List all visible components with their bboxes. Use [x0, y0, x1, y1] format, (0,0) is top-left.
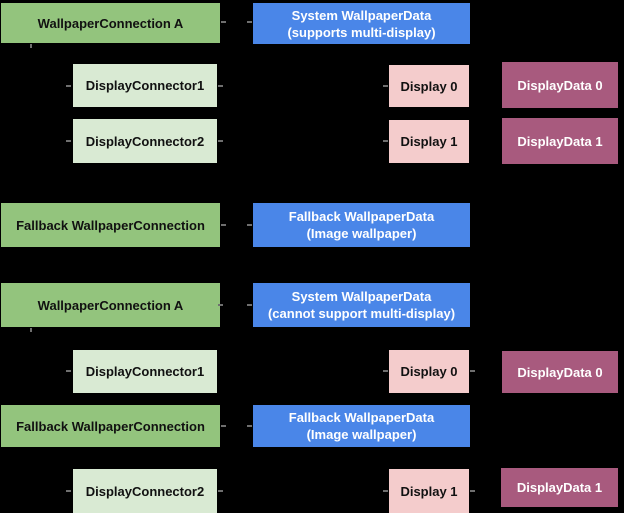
node-wallpaper-connection-a-2: WallpaperConnection A [1, 283, 220, 327]
node-wallpaper-connection-a: WallpaperConnection A [1, 3, 220, 43]
node-fallback-wallpaper-connection: Fallback WallpaperConnection [1, 203, 220, 247]
connector-tick [66, 370, 71, 372]
node-display-0-2: Display 0 [389, 350, 469, 393]
connector-tick [247, 21, 252, 23]
connector-tick [247, 224, 252, 226]
node-display-connector-2: DisplayConnector2 [73, 119, 217, 163]
node-display-data-1-2: DisplayData 1 [501, 468, 618, 507]
connector-tick [383, 85, 388, 87]
node-display-connector-1: DisplayConnector1 [73, 64, 217, 107]
connector-tick [30, 44, 32, 48]
connector-tick [218, 490, 223, 492]
node-display-1: Display 1 [389, 120, 469, 163]
connector-tick [66, 85, 71, 87]
connector-tick [470, 490, 475, 492]
node-system-wallpaper-data-multi: System WallpaperData (supports multi-dis… [253, 3, 470, 44]
connector-tick [383, 370, 388, 372]
node-display-data-0: DisplayData 0 [502, 62, 618, 108]
connector-tick [221, 425, 226, 427]
node-fallback-wallpaper-data: Fallback WallpaperData (Image wallpaper) [253, 203, 470, 247]
connector-tick [247, 304, 252, 306]
node-system-wallpaper-data-single: System WallpaperData (cannot support mul… [253, 283, 470, 327]
connector-tick [66, 140, 71, 142]
connector-tick [30, 328, 32, 332]
node-display-1-2: Display 1 [389, 469, 469, 513]
connector-tick [383, 140, 388, 142]
connector-tick [247, 425, 252, 427]
node-fallback-wallpaper-data-2: Fallback WallpaperData (Image wallpaper) [253, 405, 470, 447]
node-fallback-wallpaper-connection-2: Fallback WallpaperConnection [1, 405, 220, 447]
node-display-data-1: DisplayData 1 [502, 118, 618, 164]
node-display-0: Display 0 [389, 65, 469, 107]
node-display-data-0-2: DisplayData 0 [502, 351, 618, 393]
node-display-connector-2-2: DisplayConnector2 [73, 469, 217, 513]
connector-tick [218, 304, 223, 306]
connector-tick [221, 224, 226, 226]
connector-tick [66, 490, 71, 492]
connector-tick [218, 140, 223, 142]
connector-tick [218, 85, 223, 87]
node-display-connector-1-2: DisplayConnector1 [73, 350, 217, 393]
connector-tick [383, 490, 388, 492]
connector-tick [470, 370, 475, 372]
connector-tick [221, 21, 226, 23]
